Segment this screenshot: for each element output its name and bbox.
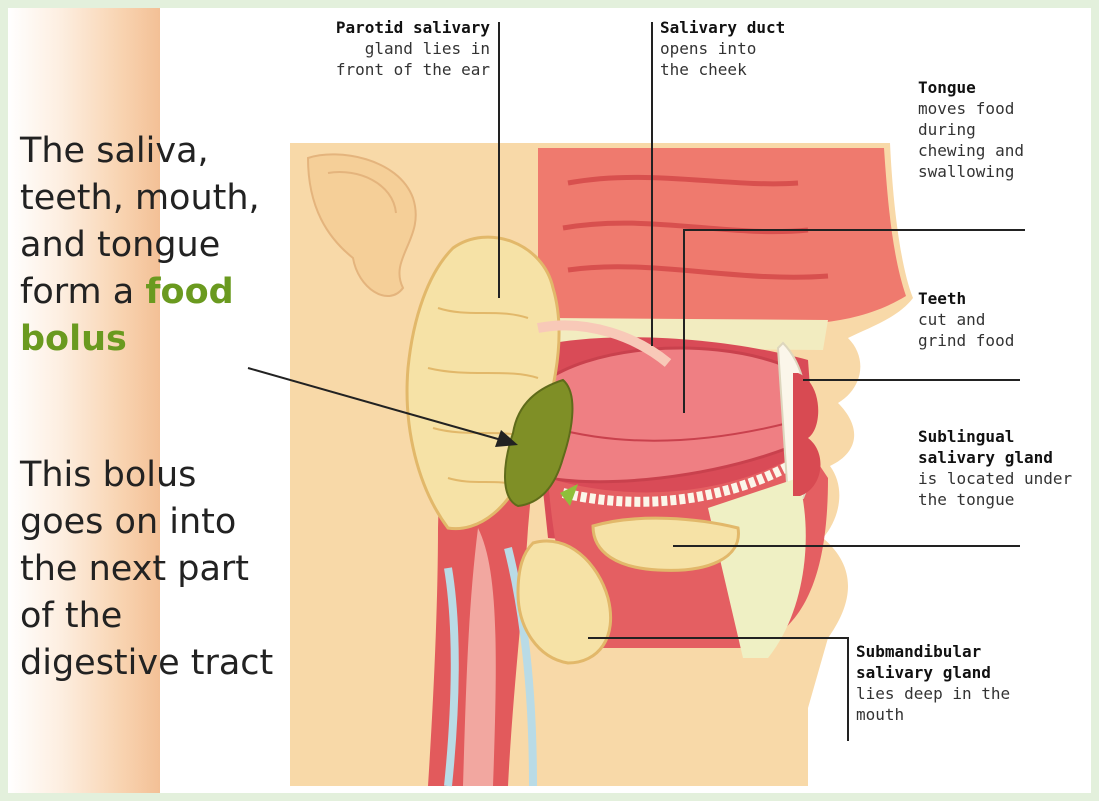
para2-line2: goes on into xyxy=(20,502,236,542)
label-submandibular-line1: lies deep in the xyxy=(856,683,1036,704)
food-highlight: food xyxy=(145,272,233,312)
label-duct-line1: opens into xyxy=(660,38,860,59)
label-parotid-line2: front of the ear xyxy=(304,59,490,80)
label-teeth-line1: cut and xyxy=(918,309,1083,330)
para2-line1: This bolus xyxy=(20,455,196,495)
para2-line3: the next part xyxy=(20,549,249,589)
label-sublingual-line1: is located under xyxy=(918,468,1088,489)
para2-line4: of the xyxy=(20,596,122,636)
label-parotid-title: Parotid salivary xyxy=(304,17,490,38)
label-submandibular: Submandibular salivary gland lies deep i… xyxy=(856,641,1036,725)
label-duct-line2: the cheek xyxy=(660,59,860,80)
label-sublingual-title2: salivary gland xyxy=(918,447,1088,468)
label-submandibular-title: Submandibular xyxy=(856,641,1036,662)
para1-line4: form a xyxy=(20,272,145,312)
para1-line1: The saliva, xyxy=(20,131,209,171)
label-tongue: Tongue moves food during chewing and swa… xyxy=(918,77,1083,182)
label-sublingual-line2: the tongue xyxy=(918,489,1088,510)
label-submandibular-line2: mouth xyxy=(856,704,1036,725)
para1-line2: teeth, mouth, xyxy=(20,178,260,218)
bolus-statement: The saliva, teeth, mouth, and tongue for… xyxy=(20,128,300,363)
label-submandibular-title2: salivary gland xyxy=(856,662,1036,683)
label-tongue-line3: chewing and xyxy=(918,140,1083,161)
bolus-continuation: This bolus goes on into the next part of… xyxy=(20,452,300,687)
label-tongue-title: Tongue xyxy=(918,77,1083,98)
label-teeth-line2: grind food xyxy=(918,330,1083,351)
label-parotid: Parotid salivary gland lies in front of … xyxy=(304,17,490,80)
nasal-cavity xyxy=(538,148,906,330)
para1-line3: and tongue xyxy=(20,225,220,265)
label-parotid-line1: gland lies in xyxy=(304,38,490,59)
label-salivary-duct: Salivary duct opens into the cheek xyxy=(660,17,860,80)
slide: The saliva, teeth, mouth, and tongue for… xyxy=(8,8,1091,793)
bolus-highlight: bolus xyxy=(20,319,127,359)
para2-line5: digestive tract xyxy=(20,643,273,683)
label-sublingual-title: Sublingual xyxy=(918,426,1088,447)
label-duct-title: Salivary duct xyxy=(660,17,860,38)
label-teeth: Teeth cut and grind food xyxy=(918,288,1083,351)
label-tongue-line4: swallowing xyxy=(918,161,1083,182)
label-sublingual: Sublingual salivary gland is located und… xyxy=(918,426,1088,510)
label-tongue-line1: moves food xyxy=(918,98,1083,119)
label-teeth-title: Teeth xyxy=(918,288,1083,309)
label-tongue-line2: during xyxy=(918,119,1083,140)
